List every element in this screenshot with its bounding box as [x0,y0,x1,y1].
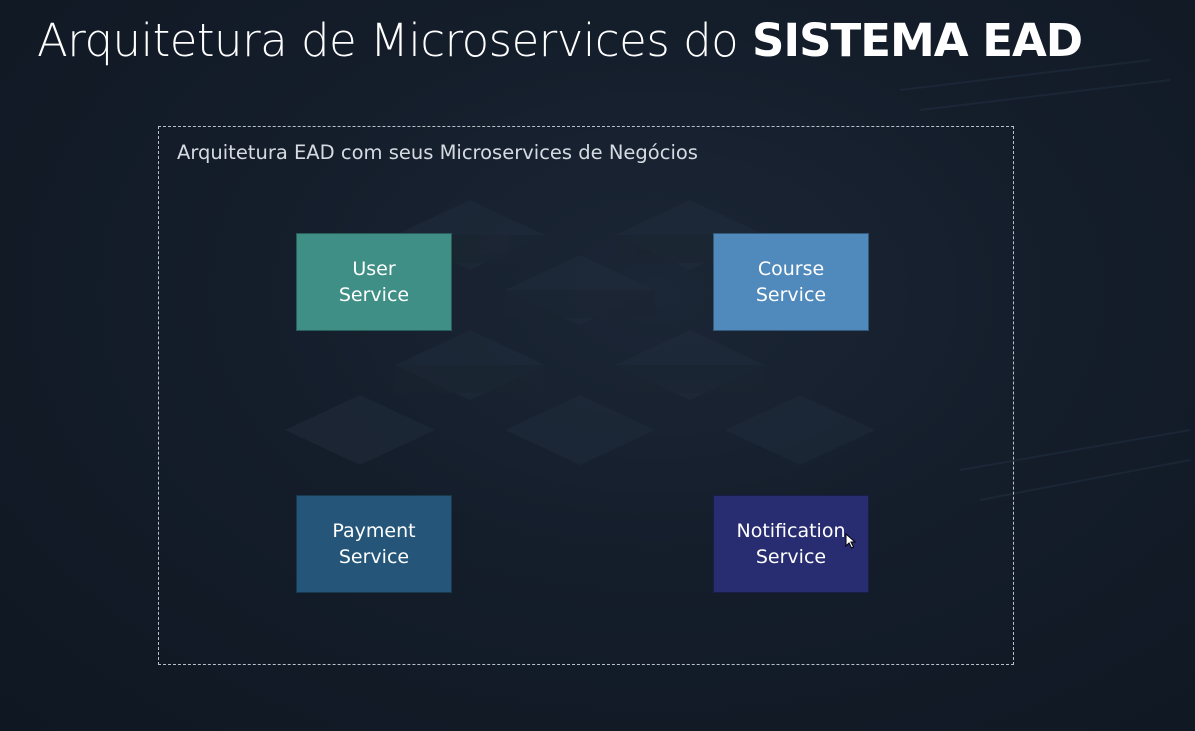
boundary-label: Arquitetura EAD com seus Microservices d… [177,141,698,164]
service-label-line1: Notification [736,520,846,542]
service-label-line2: Service [338,546,410,568]
title-regular: Arquitetura de Microservices do [37,14,752,67]
service-label-line1: Payment [332,520,416,542]
service-label-line2: Service [338,284,410,306]
architecture-boundary: Arquitetura EAD com seus Microservices d… [158,126,1014,665]
notification-service-node[interactable]: Notification Service [713,495,869,593]
service-label-line2: Service [755,546,827,568]
page-title: Arquitetura de Microservices do SISTEMA … [37,14,1083,68]
service-label-line2: Service [755,284,827,306]
service-label-line1: User [352,258,396,280]
course-service-node[interactable]: Course Service [713,233,869,331]
service-label-line1: Course [757,258,825,280]
payment-service-node[interactable]: Payment Service [296,495,452,593]
title-emphasis: SISTEMA EAD [751,14,1083,67]
user-service-node[interactable]: User Service [296,233,452,331]
mouse-cursor-icon [845,533,857,549]
